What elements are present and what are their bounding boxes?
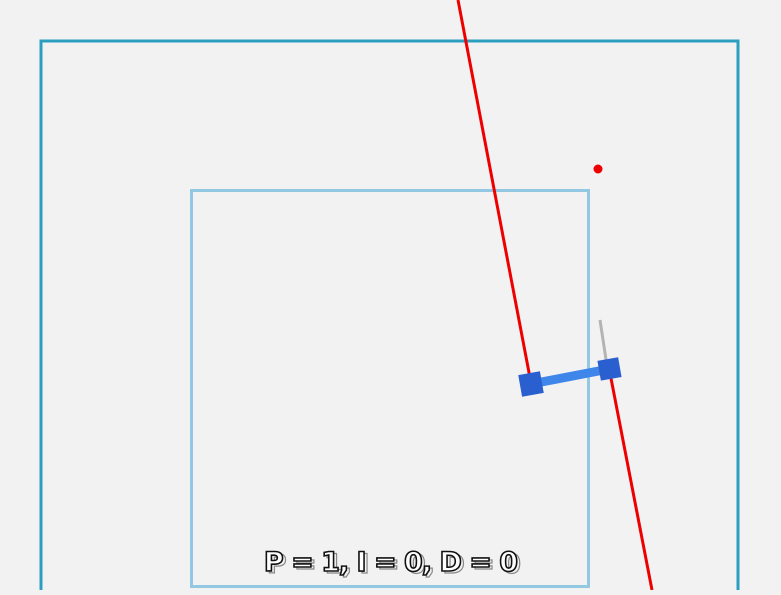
pid-caption-shadow: P = 1, I = 0, D = 0: [266, 548, 521, 580]
pid-caption: P = 1, I = 0, D = 0 P = 1, I = 0, D = 0: [0, 543, 781, 583]
outer-boundary: [39, 39, 740, 595]
pid-caption-text: P = 1, I = 0, D = 0: [263, 546, 519, 579]
guide-line-lower: [607, 367, 654, 591]
guide-line-upper: [456, 0, 533, 384]
direction-indicator: [598, 319, 609, 367]
inner-boundary: [190, 189, 590, 588]
target-point: [593, 164, 603, 174]
right-endpoint-block: [597, 357, 622, 381]
left-endpoint-block: [518, 371, 544, 397]
rod: [530, 364, 610, 389]
